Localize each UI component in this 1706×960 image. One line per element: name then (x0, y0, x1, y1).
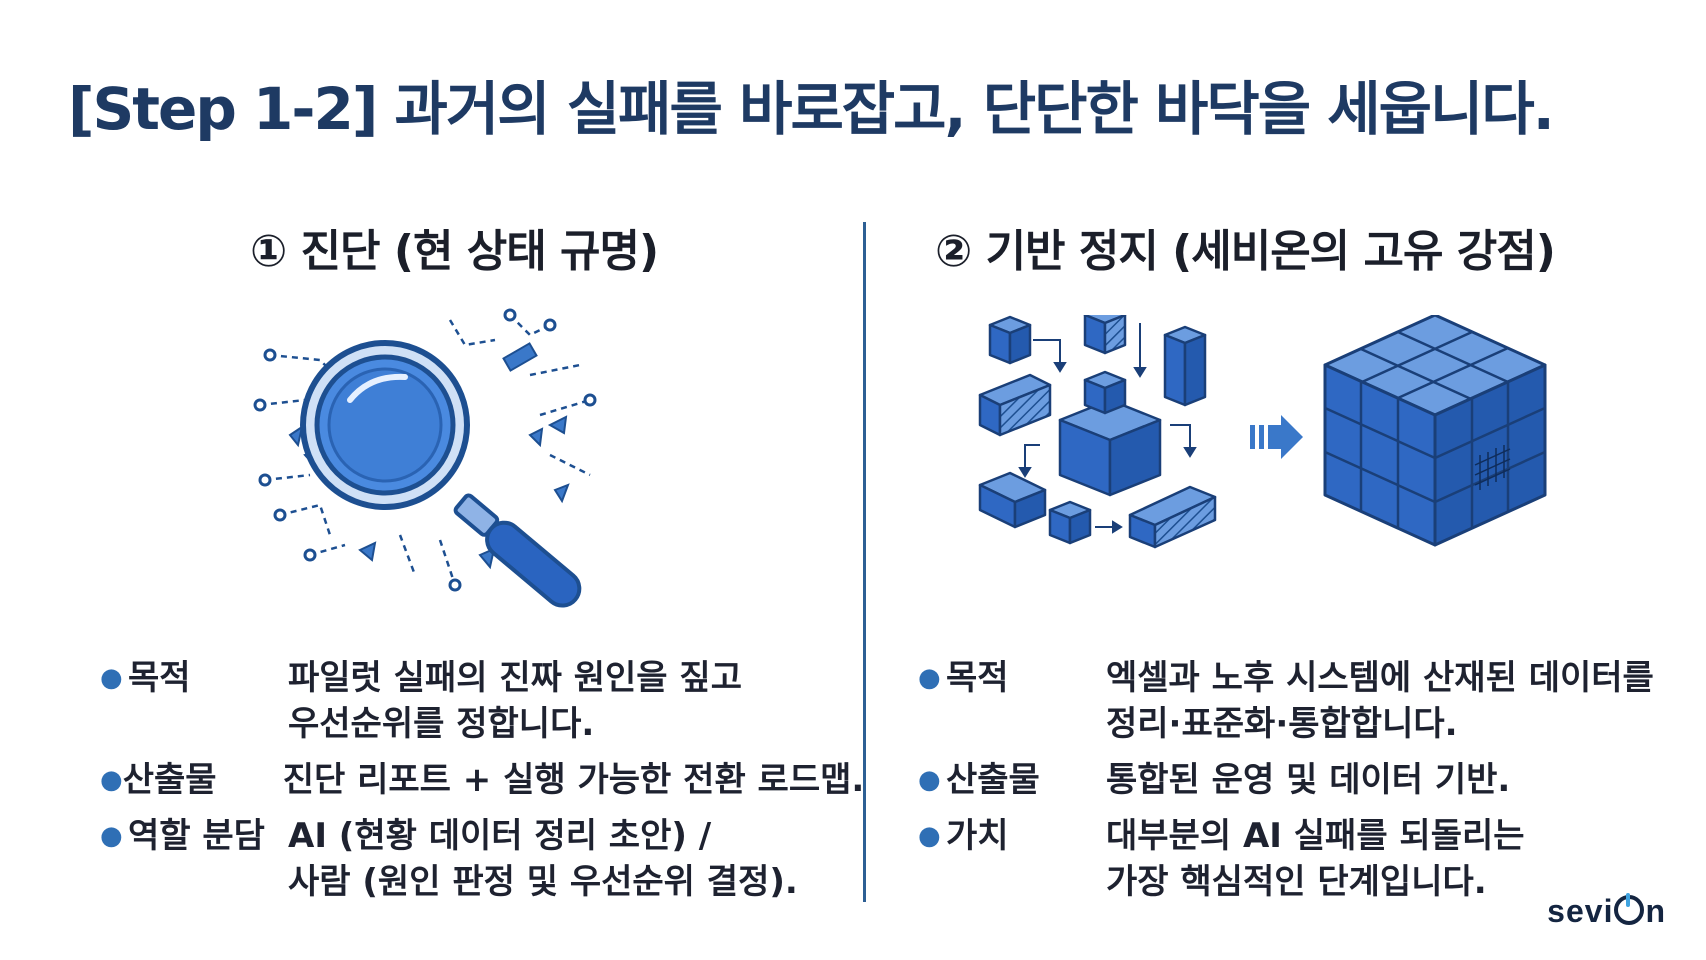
list-item: ● 역할 분담 AI (현황 데이터 정리 초안) / 사람 (원인 판정 및 … (100, 813, 840, 905)
bullet-icon: ● (100, 663, 123, 693)
list-item: ● 목적 파일럿 실패의 진짜 원인을 짚고 우선순위를 정합니다. (100, 655, 840, 747)
blocks-to-cube-icon (978, 315, 1547, 549)
right-details-list: ● 목적 엑셀과 노후 시스템에 산재된 데이터를 정리·표준화·통합합니다. … (918, 655, 1688, 915)
item-label: 산출물 (122, 760, 217, 800)
item-label: 가치 (946, 816, 1009, 856)
bullet-icon: ● (918, 821, 941, 851)
item-label: 산출물 (946, 760, 1040, 800)
item-description: 통합된 운영 및 데이터 기반. (1106, 760, 1511, 800)
list-item: ● 산출물 진단 리포트 + 실행 가능한 전환 로드맵. (100, 757, 864, 803)
list-item: ● 산출물 통합된 운영 및 데이터 기반. (918, 757, 1688, 803)
item-label: 목적 (946, 658, 1009, 698)
item-description: 파일럿 실패의 진짜 원인을 짚고 우선순위를 정합니다. (288, 658, 742, 744)
magnifying-glass-data-icon (253, 308, 597, 608)
bullet-icon: ● (100, 765, 123, 795)
item-description: 진단 리포트 + 실행 가능한 전환 로드맵. (282, 760, 865, 800)
item-description: 대부분의 AI 실패를 되돌리는 가장 핵심적인 단계입니다. (1106, 816, 1525, 902)
right-panel-heading: ② 기반 정지 (세비온의 고유 강점) (935, 226, 1556, 277)
list-item: ● 목적 엑셀과 노후 시스템에 산재된 데이터를 정리·표준화·통합합니다. (918, 655, 1688, 747)
page-title: [Step 1-2] 과거의 실패를 바로잡고, 단단한 바닥을 세웁니다. (68, 75, 1555, 143)
left-details-list: ● 목적 파일럿 실패의 진짜 원인을 짚고 우선순위를 정합니다. ● 산출물… (100, 655, 864, 915)
column-divider (863, 222, 866, 902)
bullet-icon: ● (918, 663, 941, 693)
bullet-icon: ● (100, 821, 123, 851)
bullet-icon: ● (918, 765, 941, 795)
item-description: 엑셀과 노후 시스템에 산재된 데이터를 정리·표준화·통합합니다. (1106, 658, 1654, 744)
item-description: AI (현황 데이터 정리 초안) / 사람 (원인 판정 및 우선순위 결정)… (288, 816, 798, 902)
power-icon (1614, 893, 1645, 925)
left-panel-heading: ① 진단 (현 상태 규명) (250, 226, 659, 277)
list-item: ● 가치 대부분의 AI 실패를 되돌리는 가장 핵심적인 단계입니다. (918, 813, 1688, 905)
item-label: 역할 분담 (128, 816, 265, 856)
item-label: 목적 (128, 658, 191, 698)
